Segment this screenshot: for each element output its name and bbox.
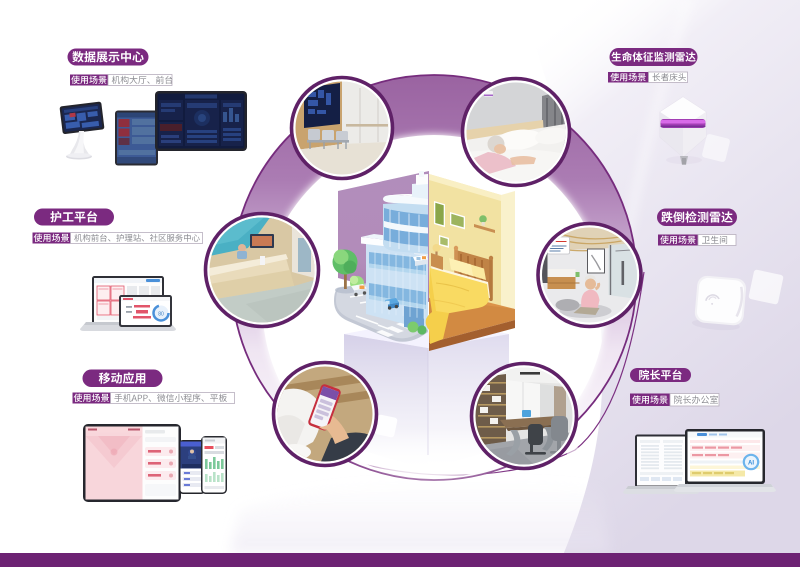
svg-text:AI: AI <box>748 461 754 467</box>
svg-text:80: 80 <box>158 312 164 318</box>
